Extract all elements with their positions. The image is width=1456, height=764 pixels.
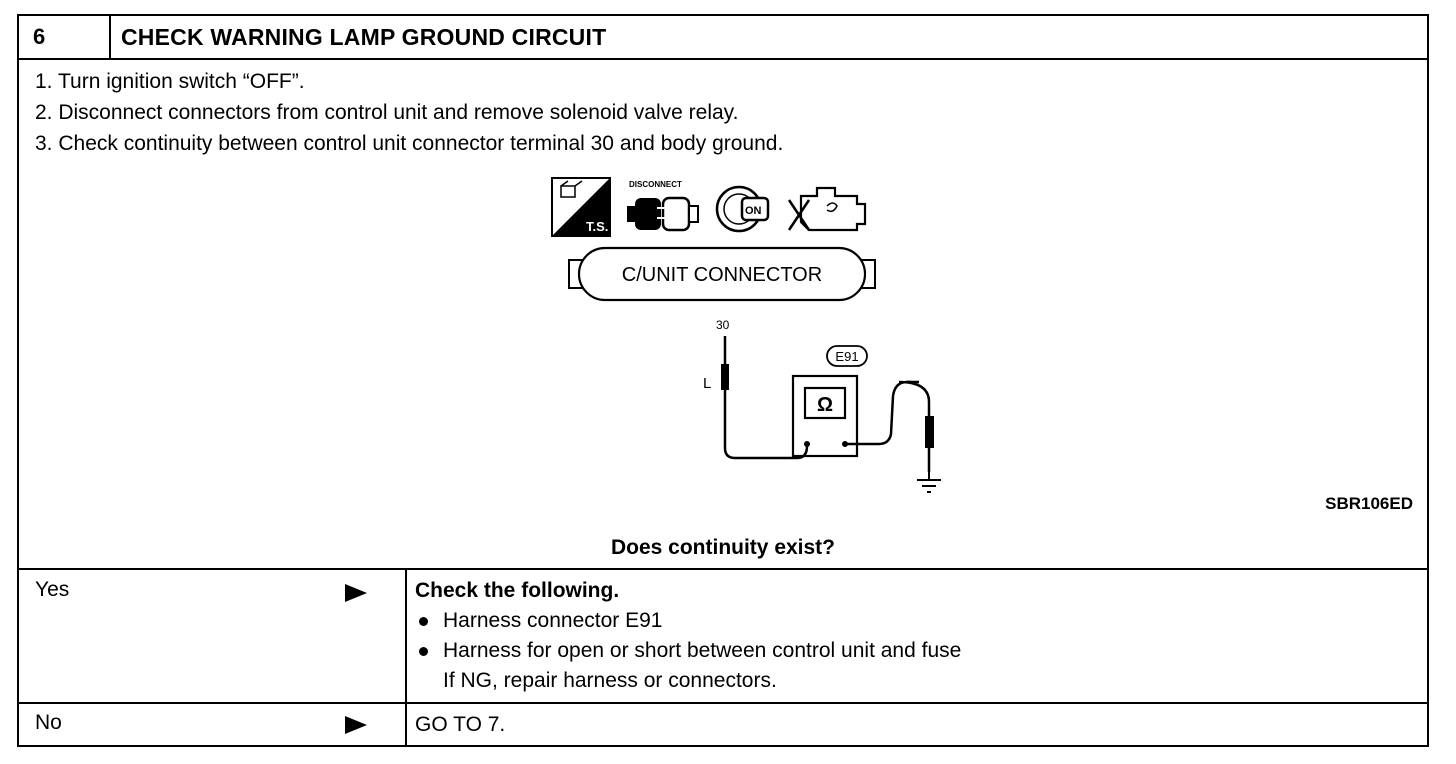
- procedure-step: 2. Disconnect connectors from control un…: [35, 101, 739, 124]
- probe-tip: [721, 364, 729, 390]
- connector-label: C/UNIT CONNECTOR: [622, 264, 822, 286]
- answer-no-action: GO TO 7.: [415, 713, 506, 736]
- arrow-right-icon: [345, 584, 367, 602]
- figure-code: SBR106ED: [1325, 494, 1413, 513]
- procedure-step: 3. Check continuity between control unit…: [35, 132, 784, 155]
- continuity-check-diagram: T.S. DISCONNECT ON: [551, 177, 919, 460]
- ohmmeter: E91 Ω: [791, 345, 868, 458]
- answer-yes-heading: Check the following.: [415, 579, 620, 602]
- check-item: Harness for open or short between contro…: [415, 636, 961, 666]
- answer-row-yes: Yes Check the following. Harness connect…: [19, 568, 1427, 704]
- procedure-steps: 1. Turn ignition switch “OFF”. 2. Discon…: [35, 66, 783, 159]
- step-number: 6: [19, 16, 111, 58]
- ground-symbol: [899, 380, 941, 493]
- column-divider: [405, 702, 407, 747]
- ignition-key-on-icon: ON: [715, 185, 770, 233]
- disconnect-label: DISCONNECT: [629, 180, 682, 189]
- column-divider: [405, 568, 407, 702]
- step-title: CHECK WARNING LAMP GROUND CIRCUIT: [121, 24, 607, 50]
- answer-yes-note: If NG, repair harness or connectors.: [443, 669, 777, 692]
- step-body: 1. Turn ignition switch “OFF”. 2. Discon…: [19, 58, 1427, 570]
- answer-yes-label: Yes: [35, 578, 70, 601]
- arrow-right-icon: [345, 716, 367, 734]
- answer-row-no: No GO TO 7.: [19, 702, 1427, 747]
- answer-yes-content: Check the following. Harness connector E…: [415, 576, 961, 696]
- disconnect-icon: DISCONNECT: [627, 180, 699, 232]
- key-on-label: ON: [745, 205, 762, 217]
- step-header: 6 CHECK WARNING LAMP GROUND CIRCUIT: [19, 16, 1427, 60]
- connector-code-label: E91: [835, 349, 858, 364]
- ts-icon: T.S.: [551, 177, 611, 237]
- wire-color-label: L: [703, 375, 711, 392]
- engine-off-icon: [787, 186, 867, 232]
- ts-label: T.S.: [586, 219, 608, 234]
- question: Does continuity exist?: [610, 536, 836, 559]
- c-unit-connector: C/UNIT CONNECTOR: [568, 246, 876, 302]
- diagnostic-step-table: 6 CHECK WARNING LAMP GROUND CIRCUIT 1. T…: [17, 14, 1429, 747]
- meter-lead-left: [723, 445, 809, 460]
- ohm-symbol: Ω: [817, 394, 833, 416]
- procedure-step: 1. Turn ignition switch “OFF”.: [35, 70, 305, 93]
- check-item: Harness connector E91: [415, 606, 961, 636]
- terminal-label: 30: [716, 318, 730, 332]
- answer-no-label: No: [35, 711, 62, 734]
